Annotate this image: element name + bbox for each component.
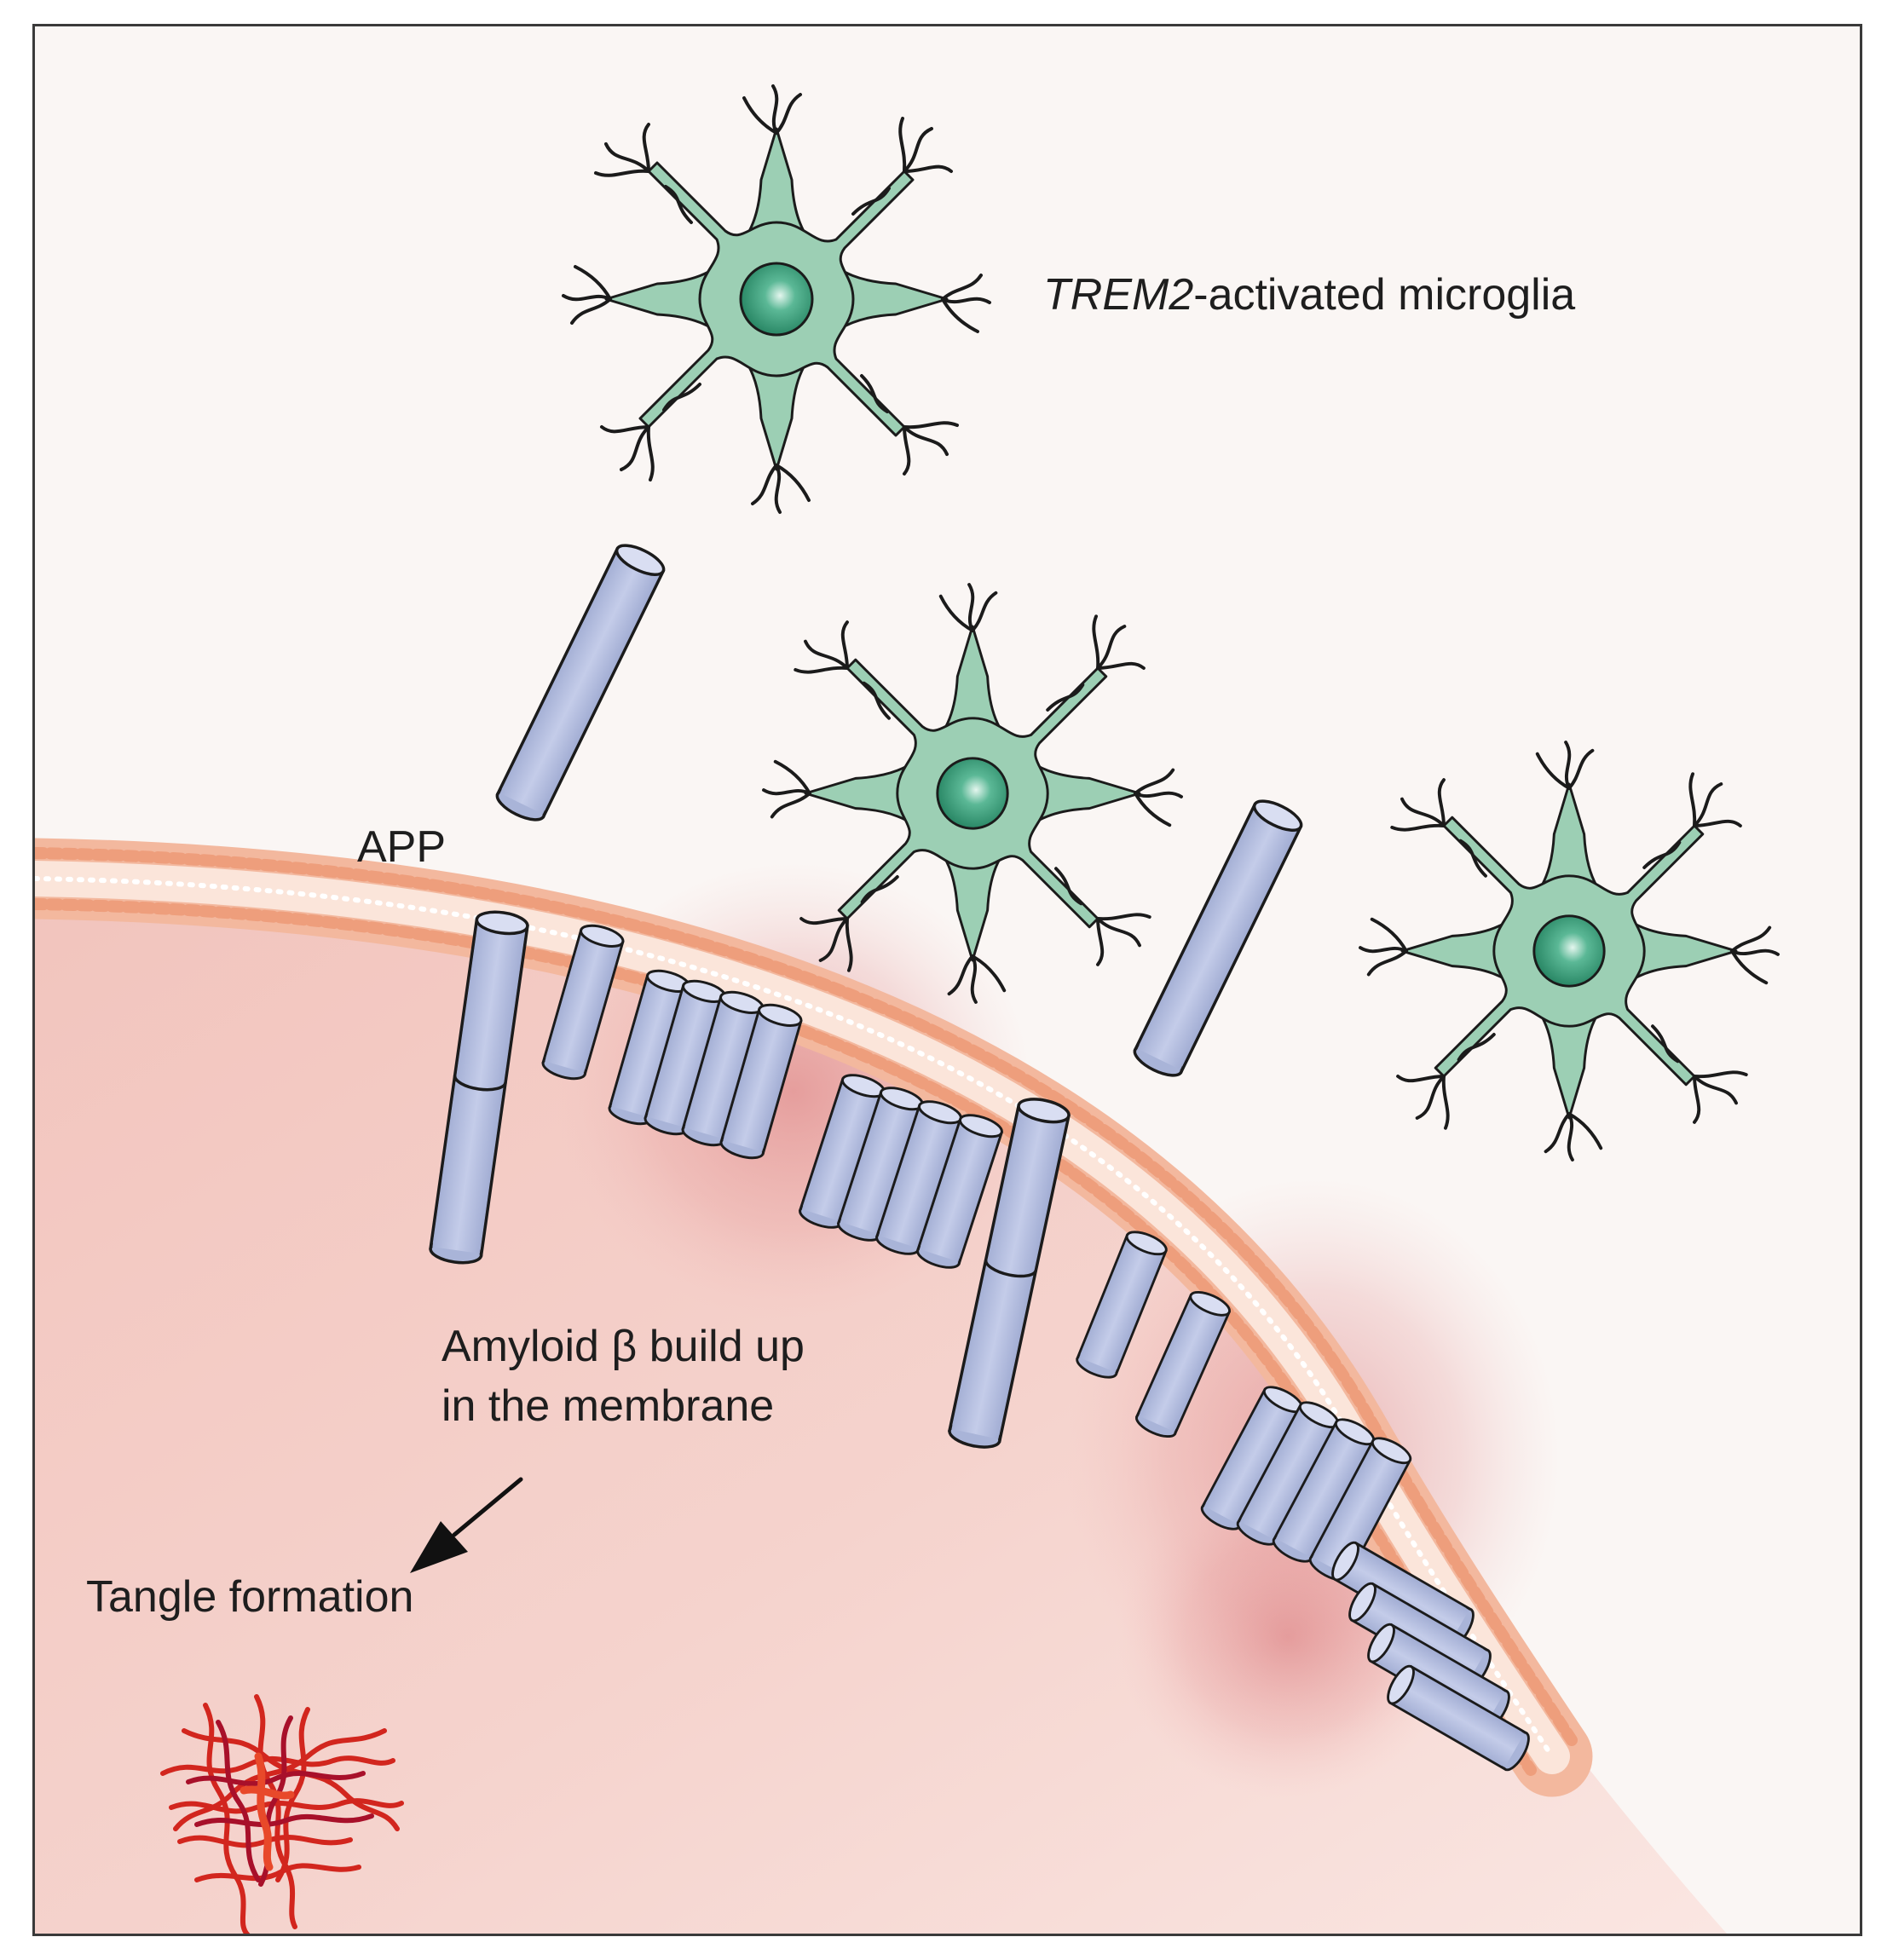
- microglia-cell: [562, 84, 991, 514]
- arrow-down-left: [410, 1477, 523, 1573]
- diagram-artwork: [35, 84, 1780, 1934]
- label-tangle-formation: Tangle formation: [86, 1572, 414, 1622]
- diagram-frame: TREM2-activated microglia APP Amyloid β …: [32, 24, 1862, 1936]
- label-amyloid-build-up: Amyloid β build up in the membrane: [442, 1317, 805, 1436]
- label-trem2-activated-microglia: TREM2-activated microglia: [1043, 265, 1575, 325]
- microglia-cell: [1359, 741, 1780, 1162]
- label-amyloid-line2: in the membrane: [442, 1381, 775, 1431]
- label-amyloid-line1: Amyloid β build up: [442, 1322, 805, 1371]
- amyloid-beta-fragment: [1128, 793, 1307, 1083]
- tangle-illustration: [160, 1694, 404, 1934]
- label-microglia-suffix: -activated microglia: [1193, 270, 1576, 320]
- label-app: APP: [357, 822, 447, 872]
- label-trem2-gene: TREM2: [1043, 270, 1194, 320]
- amyloid-beta-fragment: [491, 538, 670, 827]
